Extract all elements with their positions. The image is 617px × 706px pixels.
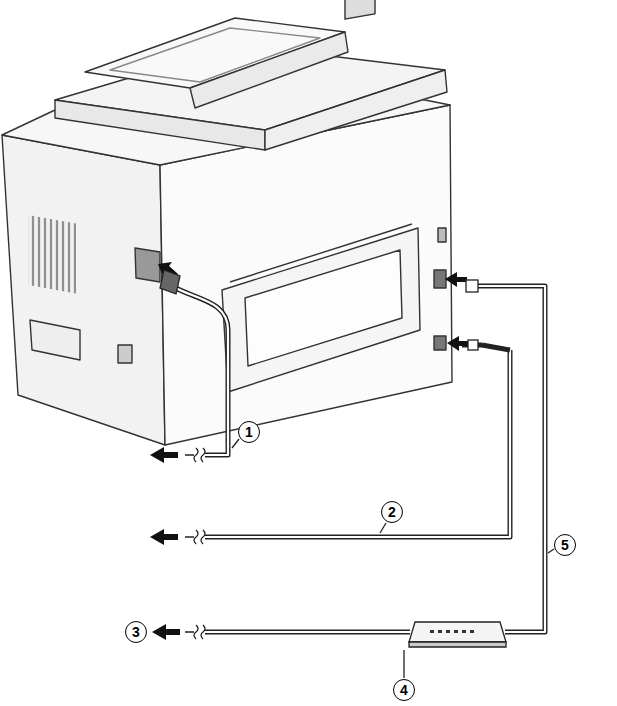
router-lights (446, 630, 450, 633)
arrow-left (150, 529, 178, 545)
router-base (409, 642, 506, 647)
break-marks (194, 448, 205, 462)
break-marks (194, 448, 205, 639)
router-body (409, 622, 506, 642)
callout-circle: 2 (381, 501, 403, 523)
insert-arrow (447, 336, 469, 351)
leader-lines (232, 439, 554, 678)
arrow-left (150, 447, 178, 463)
leader-line (548, 549, 554, 553)
scanner-rear (265, 70, 447, 150)
callout-number: 3 (132, 625, 140, 639)
break-marks (194, 625, 205, 639)
callout-circle: 3 (125, 621, 147, 643)
callout-circle: 4 (393, 679, 415, 701)
usb-port (438, 228, 446, 242)
router-lights (438, 630, 442, 633)
router-lights (470, 630, 474, 633)
cover-edge (230, 224, 412, 282)
break-marks (194, 530, 205, 544)
callout-number: 1 (245, 425, 253, 439)
cables (170, 285, 545, 639)
rear-tray (245, 250, 402, 366)
leader-line (380, 523, 386, 533)
power-plug (160, 270, 180, 294)
power-switch (118, 345, 132, 363)
cable-fill (170, 285, 545, 632)
callout-number: 4 (400, 683, 408, 697)
callout-circle: 1 (238, 421, 260, 443)
callout-number: 5 (561, 538, 569, 552)
scanner-side (55, 100, 265, 150)
vents (28, 215, 76, 293)
cable-outline (170, 285, 545, 632)
router-lights (430, 630, 434, 633)
line-jack (434, 336, 446, 350)
cable-stubs (185, 455, 194, 632)
plugs (160, 270, 478, 350)
router-lights (430, 630, 474, 633)
router-lights (462, 630, 466, 633)
phone-plug (468, 340, 478, 350)
leader-line (403, 650, 404, 678)
feeder-rear (190, 32, 348, 108)
lan-jack (434, 270, 446, 288)
hinge (345, 0, 375, 19)
lan-plug (466, 280, 478, 292)
router (409, 622, 506, 647)
power-socket (135, 248, 160, 282)
insert-arrow (445, 272, 467, 287)
side-panel (30, 320, 80, 360)
left-face (2, 135, 165, 445)
direction-arrows (150, 262, 469, 640)
arrow-left (152, 624, 180, 640)
router-lights (454, 630, 458, 633)
leader-line (232, 439, 239, 448)
callout-circle: 5 (554, 534, 576, 556)
feeder-tray (110, 28, 320, 82)
callout-number: 2 (388, 505, 396, 519)
